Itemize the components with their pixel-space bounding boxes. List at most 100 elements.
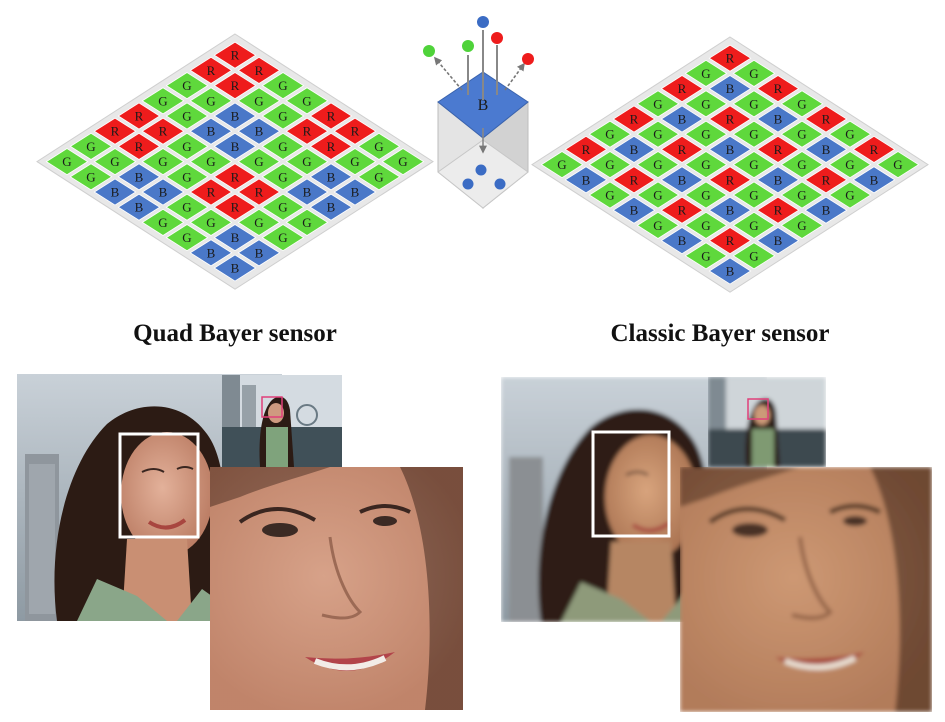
classic-pixel-blue <box>708 257 752 285</box>
quad-pixel-letter: G <box>278 200 287 215</box>
quad-pixel-red <box>237 56 281 84</box>
passed-blue-icon <box>462 178 474 190</box>
classic-pixel-red <box>612 105 656 133</box>
classic-pixel-letter: R <box>774 142 783 157</box>
quad-pixel-letter: G <box>182 78 191 93</box>
quad-pixel-red <box>213 163 257 191</box>
quad-pixel-letter: G <box>86 169 95 184</box>
quad-pixel-green <box>165 163 209 191</box>
quad-pixel-blue <box>213 102 257 130</box>
classic-pixel-letter: R <box>870 142 879 157</box>
classic-pixel-green <box>780 151 824 179</box>
classic-pixel-green <box>588 120 632 148</box>
classic-grid-plate <box>531 36 929 293</box>
classic-pixel-letter: B <box>822 142 831 157</box>
classic-pixel-red <box>756 135 800 163</box>
classic-pixel-letter: G <box>749 96 758 111</box>
classic-pixel-letter: G <box>845 157 854 172</box>
quad-pixel-letter: B <box>327 169 336 184</box>
classic-bayer-grid: RGRGRGRGGBGBGBGBRGRGRGRGGBGBGBGBRGRGRGRG… <box>531 36 929 293</box>
classic-pixel-red <box>612 166 656 194</box>
quad-pixel-letter: R <box>159 124 168 139</box>
classic-pixel-red <box>708 227 752 255</box>
classic-pixel-green <box>732 90 776 118</box>
classic-pixel-green <box>780 90 824 118</box>
classic-pixel-letter: B <box>726 81 735 96</box>
classic-pixel-letter: G <box>605 127 614 142</box>
quad-pixel-letter: G <box>350 154 359 169</box>
quad-pixel-green <box>285 208 329 236</box>
quad-pixel-green <box>285 87 329 115</box>
classic-pixel-letter: B <box>678 233 687 248</box>
classic-pixel-letter: B <box>726 264 735 279</box>
quad-pixel-letter: G <box>254 215 263 230</box>
classic-pixel-red <box>564 135 608 163</box>
classic-pixel-letter: R <box>678 81 687 96</box>
classic-pixel-letter: R <box>726 112 735 127</box>
classic-inset-photo <box>708 377 826 467</box>
quad-pixel-letter: R <box>255 63 264 78</box>
classic-pixel-letter: B <box>630 203 639 218</box>
passed-blue-icon <box>494 178 506 190</box>
classic-pixel-green <box>732 59 776 87</box>
quad-pixel-letter: G <box>278 230 287 245</box>
quad-pixel-letter: G <box>206 93 215 108</box>
quad-pixel-blue <box>237 117 281 145</box>
classic-pixel-letter: R <box>726 51 735 66</box>
classic-pixel-green <box>684 120 728 148</box>
quad-pixel-letter: B <box>111 185 120 200</box>
classic-pixel-green <box>828 151 872 179</box>
classic-pixel-letter: G <box>653 188 662 203</box>
quad-pixel-letter: G <box>278 109 287 124</box>
classic-pixel-red <box>756 196 800 224</box>
classic-pixel-letter: B <box>678 112 687 127</box>
classic-pixel-green <box>684 59 728 87</box>
quad-pixel-letter: B <box>135 169 144 184</box>
quad-pixel-letter: G <box>158 154 167 169</box>
quad-pixel-green <box>285 148 329 176</box>
quad-pixel-red <box>213 41 257 69</box>
quad-pixel-letter: G <box>110 154 119 169</box>
quad-pixel-blue <box>189 117 233 145</box>
quad-pixel-letter: B <box>231 230 240 245</box>
quad-pixel-letter: G <box>302 154 311 169</box>
quad-pixel-green <box>165 224 209 252</box>
classic-pixel-letter: G <box>701 96 710 111</box>
classic-pixel-blue <box>612 196 656 224</box>
quad-pixel-green <box>237 208 281 236</box>
quad-pixel-green <box>261 102 305 130</box>
classic-pixel-letter: G <box>797 188 806 203</box>
classic-pixel-letter: G <box>653 96 662 111</box>
classic-pixel-letter: G <box>701 66 710 81</box>
classic-pixel-letter: G <box>797 127 806 142</box>
quad-pixel-letter: R <box>303 124 312 139</box>
classic-pixel-letter: B <box>726 142 735 157</box>
classic-pixel-letter: R <box>630 172 639 187</box>
quad-pixel-letter: B <box>351 185 360 200</box>
classic-pixel-letter: R <box>582 142 591 157</box>
quad-pixel-letter: B <box>231 261 240 276</box>
classic-pixel-green <box>732 151 776 179</box>
quad-pixel-letter: R <box>207 185 216 200</box>
classic-pixel-blue <box>564 166 608 194</box>
classic-pixel-red <box>660 135 704 163</box>
quad-pixel-letter: G <box>182 230 191 245</box>
quad-pixel-green <box>165 72 209 100</box>
quad-pixel-letter: B <box>207 124 216 139</box>
quad-pixel-green <box>261 224 305 252</box>
quad-pixel-letter: G <box>254 154 263 169</box>
quad-pixel-letter: G <box>374 169 383 184</box>
classic-pixel-green <box>588 181 632 209</box>
quad-pixel-letter: R <box>255 185 264 200</box>
classic-pixel-letter: G <box>749 248 758 263</box>
quad-pixel-blue <box>237 239 281 267</box>
classic-pixel-blue <box>852 166 896 194</box>
quad-pixel-letter: G <box>254 93 263 108</box>
quad-pixel-red <box>189 178 233 206</box>
classic-pixel-blue <box>756 166 800 194</box>
classic-pixel-letter: G <box>797 218 806 233</box>
color-filter-cube: B <box>423 16 534 210</box>
classic-pixel-green <box>636 181 680 209</box>
classic-pixel-blue <box>708 196 752 224</box>
